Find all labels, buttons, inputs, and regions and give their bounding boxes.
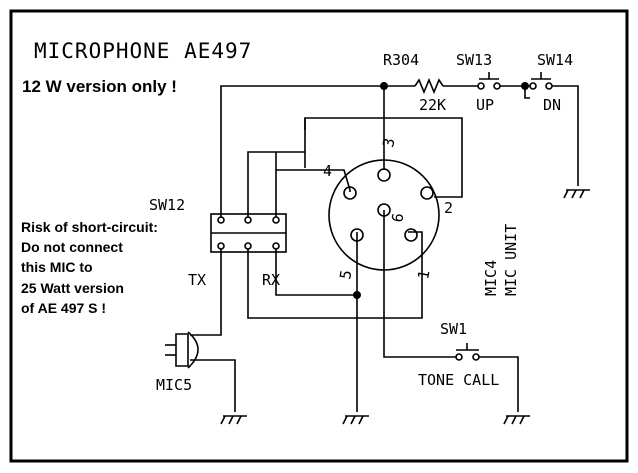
pin-number: 2 bbox=[444, 199, 453, 217]
wire-pin2-loop bbox=[304, 117, 463, 198]
sw14-label: SW14 bbox=[537, 51, 573, 69]
wire-to-ground bbox=[552, 85, 579, 186]
warning-line: of AE 497 S ! bbox=[21, 300, 106, 316]
ground-symbol bbox=[563, 189, 590, 199]
wire bbox=[275, 249, 357, 296]
pin-number: 5 bbox=[336, 269, 355, 281]
switch-sw13 bbox=[477, 72, 501, 90]
ground-symbol bbox=[342, 415, 369, 425]
wire-rx bbox=[247, 249, 357, 319]
pin-number: 6 bbox=[388, 212, 407, 224]
mic5-symbol bbox=[165, 331, 199, 369]
resistor-r304 bbox=[414, 77, 444, 95]
mic4-label: MIC4 bbox=[482, 260, 500, 296]
warning-line: Do not connect bbox=[21, 239, 123, 255]
pin-1-socket bbox=[404, 228, 418, 242]
wire-pin1 bbox=[357, 231, 423, 319]
sw12-label: SW12 bbox=[149, 196, 185, 214]
sw14-function-label: DN bbox=[543, 96, 561, 114]
warning-line: Risk of short-circuit: bbox=[21, 219, 158, 235]
switch-sw1 bbox=[455, 343, 480, 361]
wire-mic5-ground bbox=[190, 359, 236, 412]
mic-unit-connector bbox=[328, 159, 440, 271]
wire-sw1-ground bbox=[479, 356, 519, 412]
mic5-label: MIC5 bbox=[156, 376, 192, 394]
pin-4-socket bbox=[343, 186, 357, 200]
ground-symbol bbox=[220, 415, 247, 425]
rx-label: RX bbox=[262, 271, 280, 289]
wire-pin6 bbox=[383, 210, 456, 358]
tx-label: TX bbox=[188, 271, 206, 289]
junction-dot bbox=[521, 82, 529, 90]
warning-line: 25 Watt version bbox=[21, 280, 124, 296]
switch-sw12 bbox=[210, 213, 287, 253]
switch-sw14 bbox=[529, 72, 553, 90]
pin-number: 1 bbox=[414, 269, 433, 281]
junction-dot bbox=[380, 82, 388, 90]
version-note: 12 W version only ! bbox=[22, 77, 177, 96]
wire-pin4 bbox=[275, 169, 351, 217]
diagram-title: MICROPHONE AE497 bbox=[34, 39, 252, 63]
warning-note: Risk of short-circuit: Do not connect th… bbox=[21, 219, 158, 316]
sw1-label: SW1 bbox=[440, 320, 467, 338]
pin-number: 4 bbox=[323, 162, 332, 180]
pin-number: 3 bbox=[379, 137, 398, 149]
sw13-function-label: UP bbox=[476, 96, 494, 114]
pin-6-socket bbox=[377, 203, 391, 217]
wire-tx bbox=[190, 249, 222, 336]
pin-2-socket bbox=[420, 186, 434, 200]
sw13-label: SW13 bbox=[456, 51, 492, 69]
junction-dot bbox=[353, 291, 361, 299]
tone-call-label: TONE CALL bbox=[418, 371, 499, 389]
pin-5-socket bbox=[350, 228, 364, 242]
mic-unit-label: MIC UNIT bbox=[502, 224, 520, 296]
wire-top-bus bbox=[220, 85, 415, 218]
r304-label: R304 bbox=[383, 51, 419, 69]
r304-value-label: 22K bbox=[419, 96, 446, 114]
wire bbox=[247, 151, 305, 217]
warning-line: this MIC to bbox=[21, 259, 93, 275]
wiring bbox=[190, 72, 579, 412]
ground-symbol bbox=[503, 415, 530, 425]
pin-3-socket bbox=[377, 168, 391, 182]
diagram-frame bbox=[9, 9, 629, 463]
